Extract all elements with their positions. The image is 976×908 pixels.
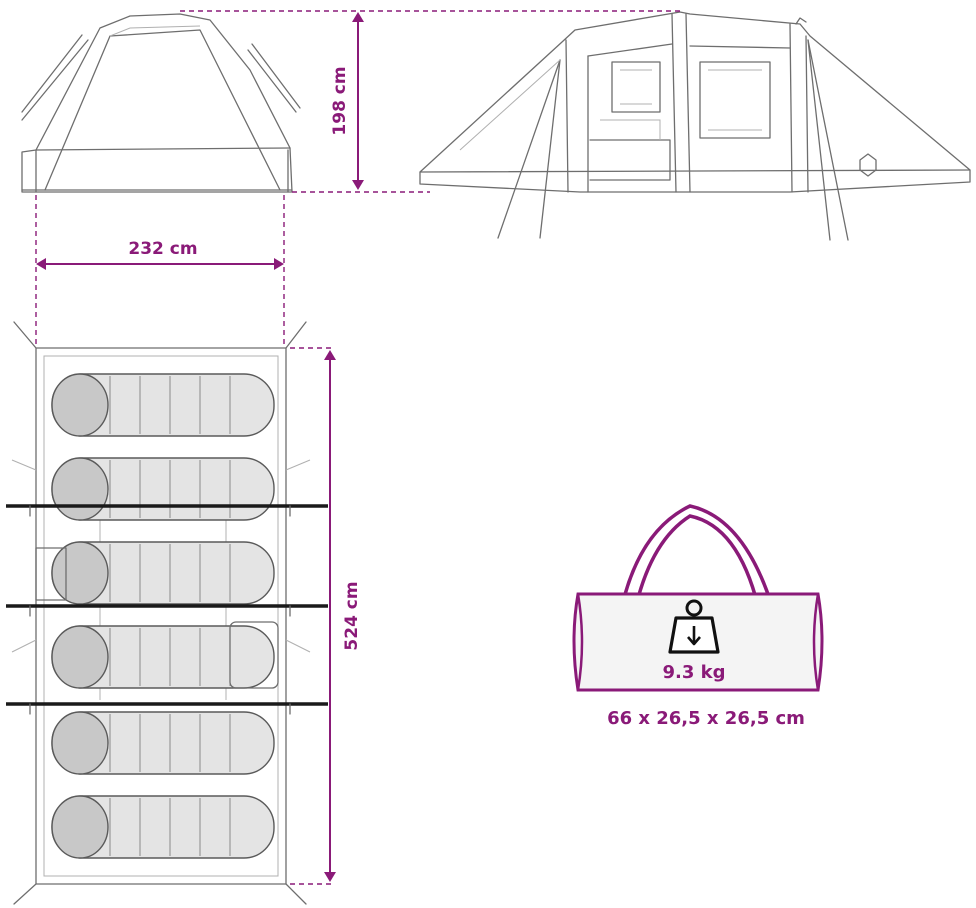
sleeping-bag (51, 373, 275, 437)
tent-side-view (419, 11, 971, 241)
sleeping-bag (51, 795, 275, 859)
pack-size-label: 66 x 26,5 x 26,5 cm (607, 708, 805, 729)
packed-bag: 9.3 kg (572, 504, 824, 692)
tent-floor-plan (6, 321, 328, 905)
weight-label: 9.3 kg (662, 662, 725, 683)
height-dimension: 198 cm (180, 10, 680, 193)
sleeping-bag (51, 621, 279, 689)
sleeping-bag (51, 457, 275, 521)
width-label: 232 cm (128, 239, 197, 259)
width-dimension: 232 cm (35, 195, 285, 345)
weight-icon (668, 599, 720, 654)
sleeping-bag (35, 541, 275, 605)
height-label: 198 cm (330, 66, 350, 135)
length-dimension: 524 cm (290, 347, 362, 885)
tent-front-view (21, 13, 301, 193)
length-label: 524 cm (342, 581, 362, 650)
sleeping-bag (51, 711, 275, 775)
